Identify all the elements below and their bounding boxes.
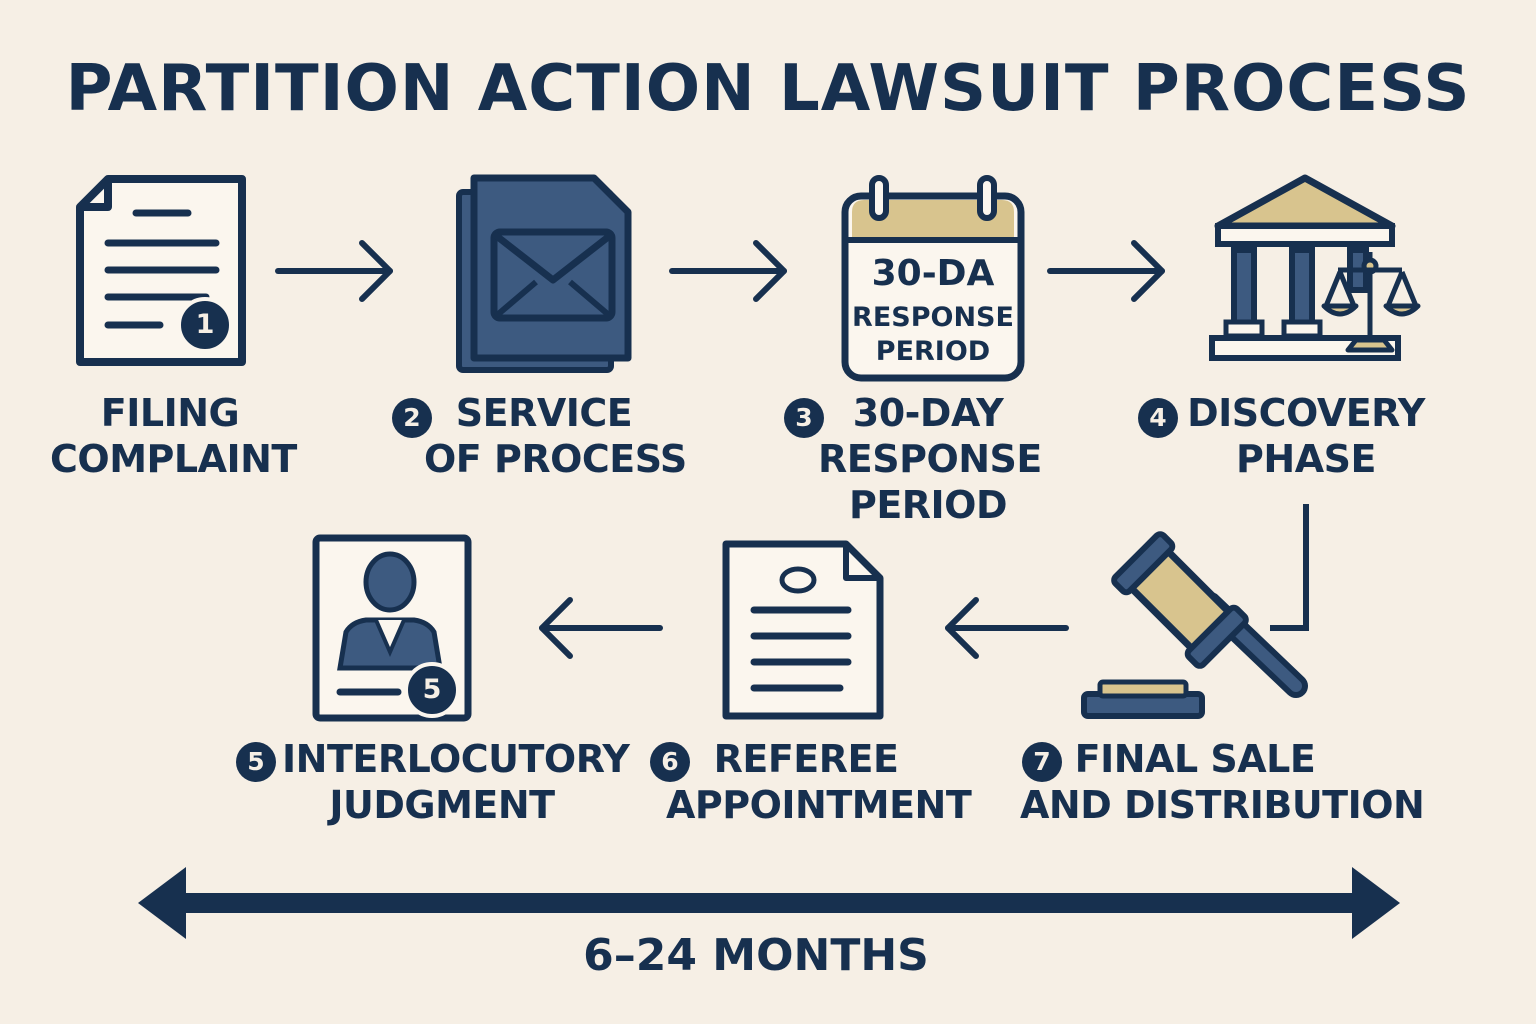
step-7-label-line2: AND DISTRIBUTION — [1020, 783, 1425, 827]
envelope-icon — [456, 174, 632, 373]
step-5-icon-badge-circle — [404, 662, 460, 718]
arrow-right-1 — [275, 240, 393, 302]
timeline-label: 6–24 MONTHS — [583, 930, 929, 981]
step-2-label-line2: OF PROCESS — [424, 437, 687, 481]
step-6-label-line1: REFEREE — [713, 737, 899, 781]
gavel-icon — [1081, 531, 1308, 719]
step-4-label-line1: DISCOVERY — [1187, 391, 1425, 435]
step-2-label-line1: SERVICE — [455, 391, 633, 435]
step-4-number-badge: 4 — [1138, 398, 1178, 438]
step-2-number-badge: 2 — [392, 398, 432, 438]
calendar-icon — [841, 175, 1025, 382]
step-7-number-badge: 7 — [1022, 742, 1062, 782]
step-4-label: DISCOVERY PHASE — [1186, 390, 1426, 482]
step-5-icon-badge: 5 — [422, 674, 442, 705]
timeline-double-arrow — [138, 867, 1400, 939]
step-3-number-badge: 3 — [784, 398, 824, 438]
step-6-number-badge: 6 — [650, 742, 690, 782]
calendar-text-line3: PERIOD — [875, 336, 991, 367]
page-title: PARTITION ACTION LAWSUIT PROCESS — [65, 52, 1471, 126]
step-1-label: FILING COMPLAINT — [50, 390, 297, 482]
step-5-label: INTERLOCUTORY JUDGMENT — [282, 736, 630, 828]
step-2-label: SERVICE OF PROCESS — [424, 390, 687, 482]
connector-line — [1270, 504, 1309, 631]
arrow-right-3 — [1047, 240, 1165, 302]
step-7-label-line1: FINAL SALE — [1074, 737, 1316, 781]
step-1-label-line1: FILING — [100, 391, 240, 435]
referee-document-icon — [722, 540, 884, 720]
step-5-number-badge: 5 — [236, 742, 276, 782]
step-6-label-line2: APPOINTMENT — [666, 783, 972, 827]
arrow-right-2 — [669, 240, 787, 302]
calendar-text-line1: 30-DA — [871, 253, 995, 294]
step-1-icon-badge: 1 — [195, 309, 215, 340]
arrow-left-1 — [945, 597, 1069, 659]
calendar-text-line2: RESPONSE — [852, 302, 1014, 333]
step-1-label-line2: COMPLAINT — [50, 437, 297, 481]
step-3-label: 30-DAY RESPONSE PERIOD — [818, 390, 1042, 528]
step-6-label: REFEREE APPOINTMENT — [666, 736, 972, 828]
step-1-icon-badge-circle — [177, 297, 233, 353]
step-5-label-line1: INTERLOCUTORY — [282, 737, 630, 781]
step-3-label-line2: RESPONSE — [818, 437, 1042, 481]
step-3-label-line3: PERIOD — [848, 483, 1008, 527]
step-3-label-line1: 30-DAY — [852, 391, 1004, 435]
step-7-label: FINAL SALE AND DISTRIBUTION — [1020, 736, 1425, 828]
step-5-label-line2: JUDGMENT — [329, 783, 555, 827]
arrow-left-2 — [539, 597, 663, 659]
step-4-label-line2: PHASE — [1236, 437, 1376, 481]
scales-of-justice-icon — [1321, 252, 1421, 353]
